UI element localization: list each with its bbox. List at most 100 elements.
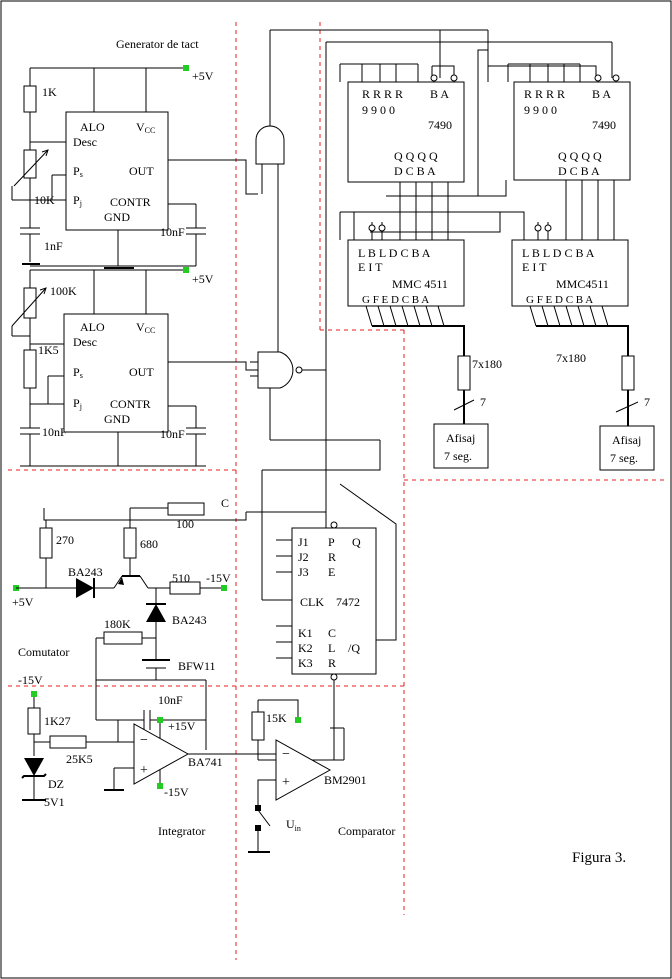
resistor-100-label: 100	[176, 517, 194, 531]
counter2-output-names: D C B A	[558, 164, 600, 178]
ff-p: P	[328, 535, 335, 549]
decoder-ic-1	[347, 239, 465, 307]
resistor-680	[123, 527, 137, 559]
timer1-out: OUT	[129, 164, 154, 178]
ff-nq: /Q	[348, 641, 360, 655]
counter1-reset-pins2: 9 9 0 0	[362, 103, 395, 117]
comparator-bm2901-label: BM2901	[324, 773, 367, 787]
timer2-vcc: VCC	[136, 320, 155, 335]
timer2-gnd: GND	[104, 412, 130, 426]
comparator-section-title: Comparator	[338, 824, 395, 838]
ff-j1: J1	[298, 535, 309, 549]
supply-pin-5v-a	[183, 65, 189, 71]
timer1-ps: Ps	[73, 164, 83, 179]
timer2-alo: ALO	[80, 320, 105, 334]
timer2-pj: Pj	[73, 396, 82, 411]
counter2-q-pins: Q Q Q Q	[558, 149, 602, 163]
comp-noninverting-sign: +	[282, 775, 290, 790]
timer1-vcc: VCC	[136, 120, 155, 135]
comparator-stage: 15K − + BM2901 Uin	[248, 699, 367, 853]
fet-bfw11-label: BFW11	[178, 659, 216, 673]
figure-caption: Figura 3.	[572, 850, 626, 866]
jk-flipflop-7472	[291, 527, 377, 675]
decoder2-segment-pins: G F E D C B A	[526, 294, 593, 306]
counter1-clock-pins: B A	[430, 87, 449, 101]
resistor-1k5	[23, 349, 37, 389]
switch-stage: C 100 270 680 +5V BA243 510 -15V	[12, 496, 326, 750]
potentiometer-100k-label: 100K	[50, 284, 77, 298]
comparator-bm2901	[275, 739, 332, 801]
timer2-out: OUT	[129, 365, 154, 379]
ff-e: E	[328, 565, 335, 579]
supply-label-5v-a: +5V	[192, 69, 214, 83]
ff-l: L	[328, 641, 335, 655]
resistor-680-label: 680	[140, 537, 158, 551]
decoder-ic-2	[511, 239, 629, 307]
decoder1-part-number: MMC 4511	[392, 277, 448, 291]
timer1-gnd: GND	[104, 210, 130, 224]
supply-label-m15v-a: -15V	[206, 571, 231, 585]
supply-pin-p15v	[157, 717, 163, 723]
supply-label-m15v-c: -15V	[164, 785, 189, 799]
ff-k3: K3	[298, 656, 313, 670]
timer1-contr: CONTR	[110, 195, 151, 209]
counter-ic-2	[513, 81, 631, 181]
supply-label-m15v-b: -15V	[18, 673, 43, 687]
switch-section-title: Comutator	[18, 645, 69, 659]
resistor-15k-label: 15K	[266, 711, 287, 725]
resistor-270-label: 270	[56, 533, 74, 547]
supply-pin-m15v-d	[157, 783, 163, 789]
display2-label: Afisaj	[612, 433, 641, 447]
timer-ic-2	[63, 313, 169, 433]
opamp-noninverting-sign: +	[140, 763, 148, 778]
seven-segment-display-2	[599, 425, 655, 471]
ff-clk: CLK	[300, 595, 324, 609]
display2-sublabel: 7 seg.	[610, 451, 638, 465]
counter1-reset-pins: R R R R	[362, 87, 403, 101]
timer1-pj: Pj	[73, 193, 82, 208]
nand-gate	[257, 351, 294, 389]
and-gate	[255, 125, 285, 165]
decoder2-top-pins: L B L D C B A	[522, 246, 595, 260]
decoder1-top-pins: L B L D C B A	[358, 246, 431, 260]
opamp-inverting-sign: −	[140, 733, 148, 748]
counter-ic-1	[347, 81, 465, 183]
resistor-270	[39, 527, 53, 559]
resistor-network-2-label: 7x180	[556, 351, 586, 365]
resistor-25k5-label: 25K5	[66, 752, 93, 766]
ff-r: R	[328, 550, 336, 564]
timer2-contr: CONTR	[110, 397, 151, 411]
input-terminal-top	[255, 805, 261, 811]
decoder-stage: L B L D C B A E I T MMC 4511 G F E D C B…	[347, 222, 655, 471]
resistor-network-1-label: 7x180	[472, 357, 502, 371]
opamp-ba741	[133, 723, 190, 785]
counter2-reset-pins: R R R R	[524, 87, 565, 101]
counter-stage: R R R R 9 9 0 0 B A 7490 Q Q Q Q D C B A…	[270, 29, 631, 530]
resistor-15k	[251, 711, 265, 741]
counter2-reset-pins2: 9 9 0 0	[524, 103, 557, 117]
flipflop-stage: J1 J2 J3 P R E Q CLK 7472 K1 K2 K3 C L R…	[261, 440, 397, 760]
input-terminal-bottom	[255, 825, 261, 831]
timer2-desc: Desc	[73, 335, 97, 349]
zener-diode	[24, 758, 44, 776]
comp-inverting-sign: −	[282, 747, 290, 762]
timer1-alo: ALO	[80, 120, 105, 134]
decoder1-segment-pins: G F E D C B A	[362, 294, 429, 306]
ff-r2: R	[328, 656, 336, 670]
resistor-25k5	[49, 735, 87, 749]
resistor-180k-label: 180K	[104, 617, 131, 631]
integrator-stage: 1K27 25K5 DZ 5V1 10nF − + +15V -15V BA74…	[21, 691, 276, 809]
resistor-1k27-label: 1K27	[44, 714, 71, 728]
diode-ba243-b-label: BA243	[172, 613, 207, 627]
bus-width-1-label: 7	[480, 395, 486, 409]
diode-ba243-b	[146, 604, 166, 622]
resistor-1k	[23, 85, 37, 113]
capacitor-1nf-label: 1nF	[44, 239, 63, 253]
counter2-part-number: 7490	[592, 118, 616, 132]
capacitor-10nf-a-label: 10nF	[160, 225, 185, 239]
ff-j2: J2	[298, 550, 309, 564]
clock-generator: +5V 1K 10K 1nF ALO Desc VCC OUT Ps Pj CO…	[11, 65, 258, 467]
seven-segment-display-1	[433, 423, 489, 469]
